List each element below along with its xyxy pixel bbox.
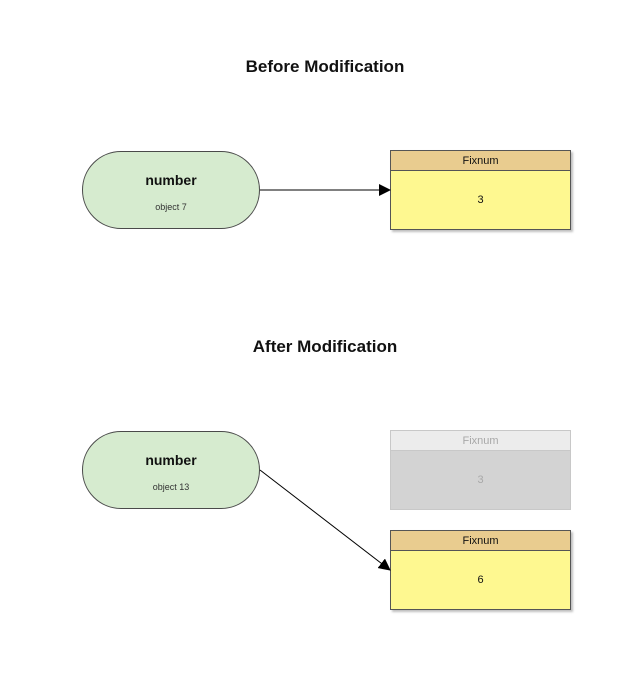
object-class-name: Fixnum — [391, 431, 570, 451]
variable-name: number — [145, 172, 197, 188]
variable-number-before: number object 7 — [82, 151, 260, 229]
fixnum-object-old-faded: Fixnum 3 — [390, 430, 571, 510]
variable-object-id: object 13 — [152, 482, 190, 492]
variable-name: number — [145, 452, 197, 468]
object-class-name: Fixnum — [391, 151, 570, 171]
object-value: 3 — [391, 171, 570, 229]
object-value: 6 — [391, 551, 570, 609]
variable-number-after: number object 13 — [82, 431, 260, 509]
object-class-name: Fixnum — [391, 531, 570, 551]
variable-object-id: object 7 — [155, 202, 187, 212]
before-modification-title: Before Modification — [245, 57, 405, 76]
reference-arrow-after — [259, 469, 391, 571]
fixnum-object-new: Fixnum 6 — [390, 530, 571, 610]
after-modification-title: After Modification — [252, 337, 398, 356]
object-value: 3 — [391, 451, 570, 509]
fixnum-object-before: Fixnum 3 — [390, 150, 571, 230]
